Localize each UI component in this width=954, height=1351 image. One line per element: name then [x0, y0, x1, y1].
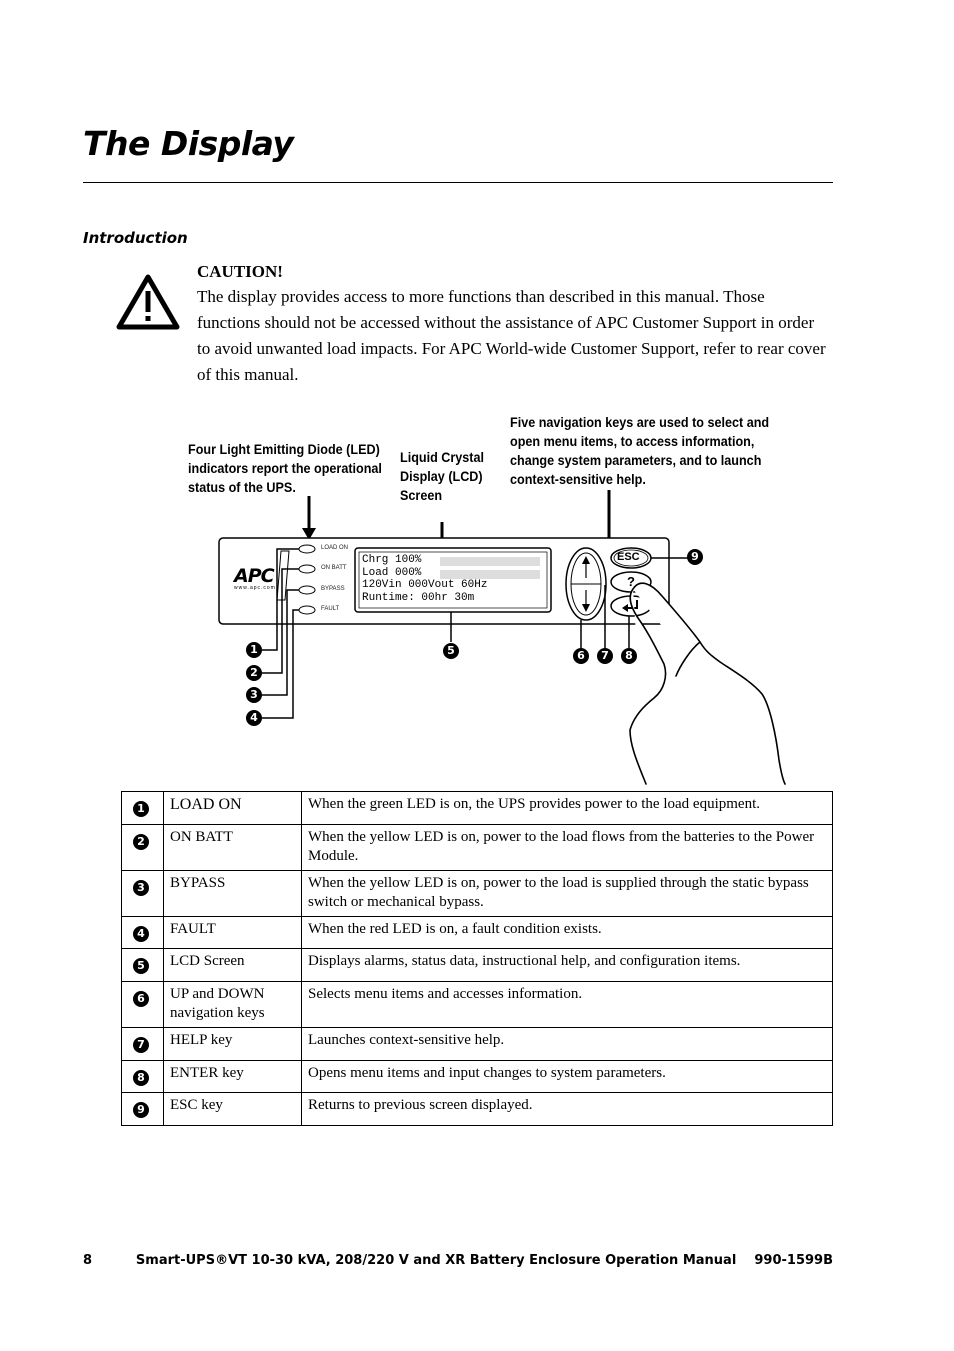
display-panel-diagram [218, 490, 786, 785]
diagram-badge-3: 3 [246, 687, 262, 703]
down-arrow-icon [582, 604, 590, 612]
legend-desc: Selects menu items and accesses informat… [301, 981, 833, 1028]
legend-desc: When the yellow LED is on, power to the … [301, 824, 833, 871]
row-badge: 5 [133, 958, 149, 974]
up-arrow-icon [582, 556, 590, 564]
led-bypass [298, 585, 316, 595]
section-heading: Introduction [83, 229, 188, 247]
legend-desc: When the red LED is on, a fault conditio… [301, 916, 833, 949]
table-row: 8 ENTER key Opens menu items and input c… [121, 1060, 833, 1093]
legend-desc: When the yellow LED is on, power to the … [301, 870, 833, 917]
table-row: 4 FAULT When the red LED is on, a fault … [121, 916, 833, 949]
lcd-screen-text: Chrg 100% Load 000% 120Vin 000Vout 60Hz … [362, 554, 487, 605]
table-row: 2 ON BATT When the yellow LED is on, pow… [121, 824, 833, 871]
diagram-badge-4: 4 [246, 710, 262, 726]
legend-name: BYPASS [163, 870, 302, 917]
lcd-line-3: 120Vin 000Vout 60Hz [362, 579, 488, 592]
esc-key-label: ESC [617, 551, 640, 563]
table-row: 5 LCD Screen Displays alarms, status dat… [121, 948, 833, 982]
table-row: 9 ESC key Returns to previous screen dis… [121, 1092, 833, 1126]
diagram-badge-8: 8 [621, 648, 637, 664]
led-fault [298, 605, 316, 615]
callout-navigation-keys: Five navigation keys are used to select … [510, 414, 770, 487]
footer-doc-title: Smart-UPS®VT 10-30 kVA, 208/220 V and XR… [135, 1253, 833, 1268]
legend-desc: Displays alarms, status data, instructio… [301, 948, 833, 982]
row-badge: 4 [133, 926, 149, 942]
row-badge: 6 [133, 991, 149, 1007]
title-divider [83, 182, 833, 183]
lcd-bar-load [440, 570, 540, 579]
legend-desc: When the green LED is on, the UPS provid… [301, 791, 833, 825]
legend-name: UP and DOWN navigation keys [163, 981, 302, 1028]
legend-table: 1 LOAD ON When the green LED is on, the … [121, 791, 833, 1126]
diagram-badge-5: 5 [443, 643, 459, 659]
led-label-on-batt: ON BATT [321, 565, 347, 571]
legend-desc: Returns to previous screen displayed. [301, 1092, 833, 1126]
table-row: 7 HELP key Launches context-sensitive he… [121, 1027, 833, 1061]
lcd-line-4: Runtime: 00hr 30m [362, 592, 475, 605]
enter-arrow-icon [626, 600, 638, 609]
diagram-badge-7: 7 [597, 648, 613, 664]
legend-name: FAULT [163, 916, 302, 949]
caution-title: CAUTION! [197, 262, 283, 281]
legend-name: ENTER key [163, 1060, 302, 1093]
warning-triangle-icon [116, 274, 180, 330]
diagram-badge-6: 6 [573, 648, 589, 664]
led-leader-lines [262, 548, 299, 719]
led-indicators [298, 544, 316, 615]
table-row: 1 LOAD ON When the green LED is on, the … [121, 791, 833, 825]
legend-desc: Opens menu items and input changes to sy… [301, 1060, 833, 1093]
help-key-label: ? [627, 574, 635, 589]
lcd-bar-chrg [440, 557, 540, 566]
footer-page-number: 8 [83, 1253, 93, 1268]
diagram-badge-9: 9 [687, 549, 703, 565]
legend-name: LOAD ON [163, 791, 302, 825]
row-badge: 3 [133, 880, 149, 896]
led-label-bypass: BYPASS [321, 586, 345, 592]
row-badge: 2 [133, 834, 149, 850]
row-badge: 1 [133, 801, 149, 817]
led-label-load-on: LOAD ON [321, 545, 349, 551]
legend-desc: Launches context-sensitive help. [301, 1027, 833, 1061]
apc-logo-url: www.apc.com [234, 585, 276, 591]
led-label-fault: FAULT [321, 606, 340, 612]
legend-name: HELP key [163, 1027, 302, 1061]
diagram-badge-2: 2 [246, 665, 262, 681]
legend-name: ESC key [163, 1092, 302, 1126]
legend-name: ON BATT [163, 824, 302, 871]
apc-logo: APC [234, 565, 275, 587]
page-title: The Display [83, 124, 294, 163]
caution-body: The display provides access to more func… [197, 287, 826, 384]
row-badge: 7 [133, 1037, 149, 1053]
diagram-badge-1: 1 [246, 642, 262, 658]
led-load-on [298, 544, 316, 554]
led-on-batt [298, 564, 316, 574]
hand-illustration [629, 582, 786, 785]
callout-lcd-screen: Liquid Crystal Display (LCD) Screen [400, 449, 485, 503]
row-badge: 8 [133, 1070, 149, 1086]
table-row: 6 UP and DOWN navigation keys Selects me… [121, 981, 833, 1028]
lcd-line-2: Load 000% [362, 566, 422, 579]
row-badge: 9 [133, 1102, 149, 1118]
callout-led-indicators: Four Light Emitting Diode (LED) indicato… [188, 441, 382, 495]
table-row: 3 BYPASS When the yellow LED is on, powe… [121, 870, 833, 917]
lcd-line-1: Chrg 100% [362, 554, 422, 566]
legend-name: LCD Screen [163, 948, 302, 982]
